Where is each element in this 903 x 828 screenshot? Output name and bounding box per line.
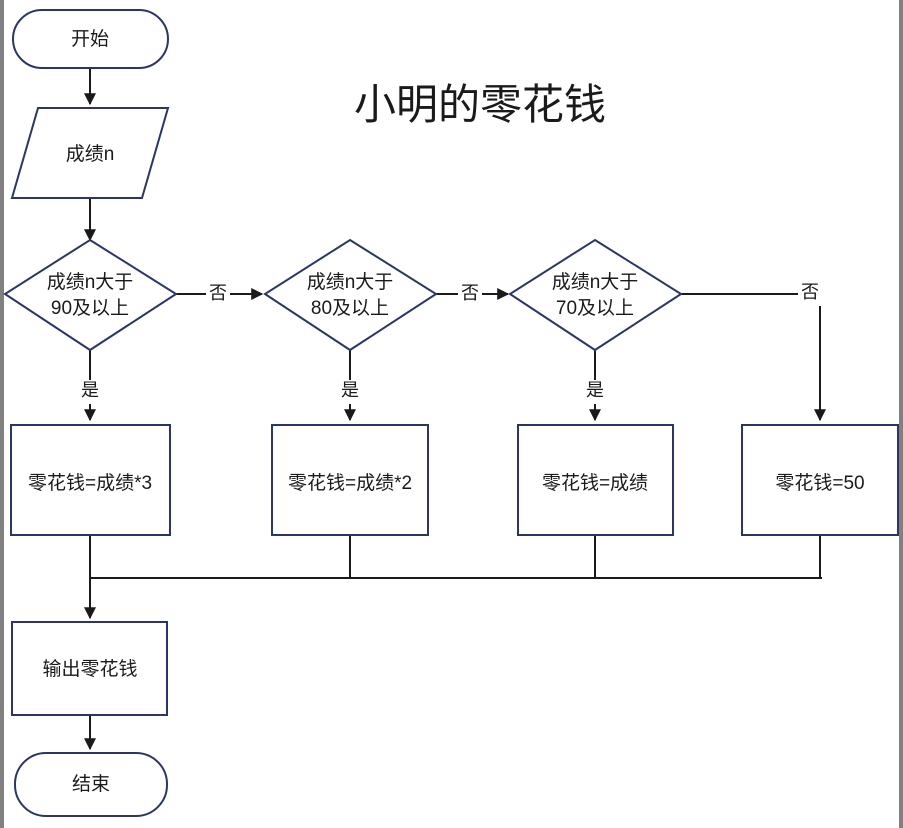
node-end-label: 结束: [72, 773, 110, 795]
node-input-label: 成绩n: [66, 143, 115, 165]
edge-label-decision3-yes: 是: [586, 380, 604, 400]
edge-label-decision1-yes-bg: [78, 380, 102, 404]
node-decision1-label-line2: 90及以上: [51, 297, 129, 319]
edge-label-decision2-yes-bg: [338, 380, 362, 404]
node-decision3-label-line2: 70及以上: [556, 297, 634, 319]
node-decision1-label-line1: 成绩n大于: [47, 271, 134, 293]
edge-label-decision1-yes: 是: [81, 380, 99, 400]
node-process4-label: 零花钱=50: [775, 472, 864, 494]
diagram-title: 小明的零花钱: [354, 81, 606, 128]
node-decision2-label-line1: 成绩n大于: [307, 271, 394, 293]
node-end-terminator[interactable]: [14, 752, 168, 817]
node-process2-box[interactable]: [271, 424, 429, 536]
node-decision3-diamond[interactable]: [508, 238, 683, 352]
node-process3-box[interactable]: [517, 424, 674, 536]
node-process3-label: 零花钱=成绩: [542, 472, 648, 494]
node-process2-label: 零花钱=成绩*2: [288, 472, 412, 494]
node-decision1-diamond[interactable]: [3, 238, 178, 352]
edge-label-decision3-yes-bg: [583, 380, 607, 404]
node-process1-label: 零花钱=成绩*3: [28, 472, 152, 494]
node-decision2-diamond[interactable]: [263, 238, 438, 352]
node-output-box[interactable]: [11, 621, 168, 716]
node-start-terminator[interactable]: [12, 9, 169, 69]
node-process4-box[interactable]: [741, 424, 899, 536]
connector-decision3-no-to-process4: [681, 293, 826, 422]
node-start-label: 开始: [71, 28, 109, 50]
canvas-right-border: [899, 0, 903, 828]
edge-label-decision3-no: 否: [801, 282, 819, 302]
edge-label-decision2-no: 否: [461, 283, 479, 303]
edge-label-decision2-yes: 是: [341, 380, 359, 400]
edge-label-decision1-no-bg: [206, 282, 230, 306]
edge-label-decision2-no-bg: [458, 282, 482, 306]
node-input-parallelogram[interactable]: [10, 107, 170, 199]
edge-label-decision3-no-bg: [798, 282, 822, 306]
edge-label-decision1-no: 否: [209, 283, 227, 303]
node-output-label: 输出零花钱: [42, 658, 137, 680]
node-decision3-label-line1: 成绩n大于: [552, 271, 639, 293]
canvas-left-border: [0, 0, 4, 828]
node-process1-box[interactable]: [10, 424, 171, 536]
node-decision2-label-line2: 80及以上: [311, 297, 389, 319]
